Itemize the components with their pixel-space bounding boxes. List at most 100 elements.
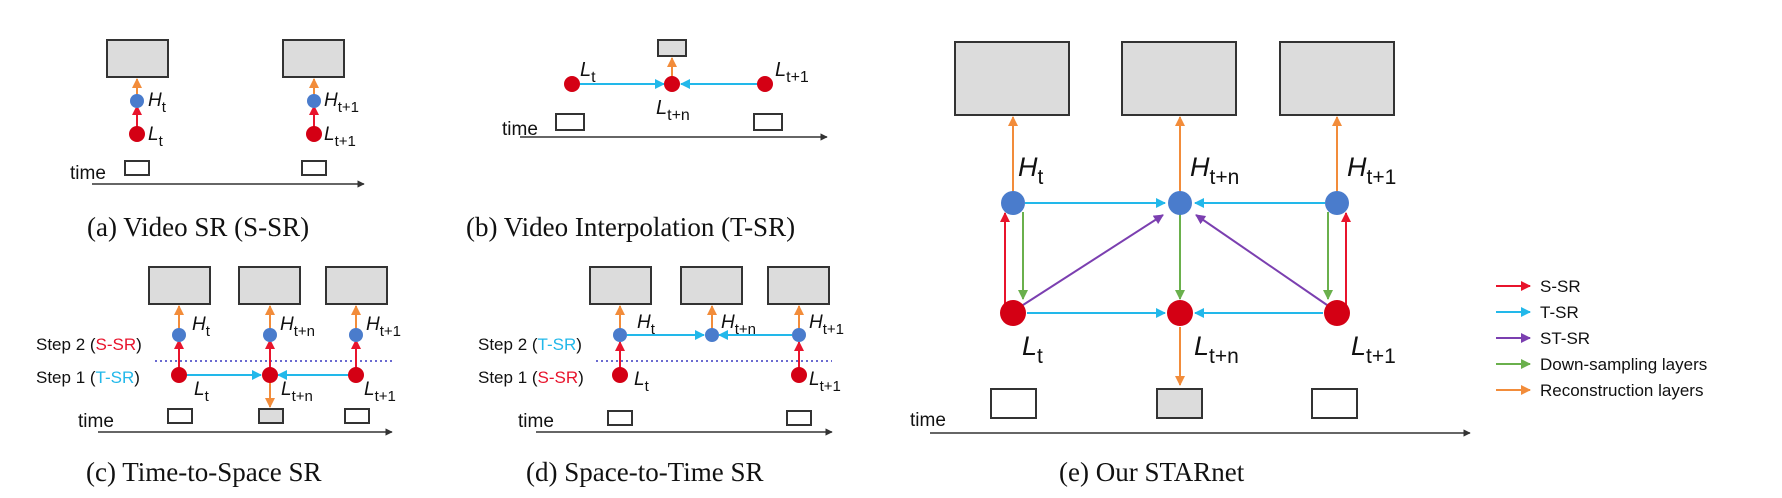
high-node-t	[130, 94, 144, 108]
lr-frame-t	[124, 160, 150, 176]
label-h-t1: Ht+1	[324, 90, 359, 116]
stsr-arrow-left	[1022, 214, 1164, 306]
caption-d: (d) Space-to-Time SR	[526, 457, 764, 487]
step1-label: Step 1 (S-SR)	[478, 368, 584, 387]
label-l-tn: Lt+n	[656, 97, 690, 124]
label-l-t1: Lt+1	[775, 59, 809, 86]
label-h-t1: Ht+1	[366, 314, 401, 340]
legend: S-SR T-SR ST-SR Down-sampling layersReconst…	[1496, 277, 1707, 400]
time-label: time	[502, 119, 538, 140]
lr-frame-t1	[753, 113, 783, 131]
label-l-tn: Lt+n	[281, 379, 313, 405]
label-h-t1: Ht+1	[1347, 152, 1396, 189]
label-l-t1: Lt+1	[809, 369, 841, 395]
lr-frame-t1	[1311, 388, 1358, 419]
low-node-t	[129, 126, 145, 142]
caption-b: (b) Video Interpolation (T-SR)	[466, 212, 795, 242]
panel-b: Lt Lt+n Lt+1 time (b) Video Interpolatio…	[466, 39, 828, 242]
hr-frame-t	[954, 41, 1070, 116]
low-node-t	[1000, 300, 1026, 326]
high-node-t1	[307, 94, 321, 108]
hr-frame-t1	[1279, 41, 1395, 116]
low-node-t1	[791, 367, 807, 383]
legend-label-reconstruction-layers: Reconstruction layers	[1540, 381, 1703, 400]
time-label: time	[70, 163, 106, 184]
high-node-tn	[705, 328, 719, 342]
high-node-t	[172, 328, 186, 342]
hr-frame-t1	[325, 266, 388, 305]
high-node-t1	[792, 328, 806, 342]
lr-frame-t	[990, 388, 1037, 419]
caption-a: (a) Video SR (S-SR)	[87, 212, 309, 242]
stsr-arrow-right	[1195, 214, 1328, 306]
low-node-t	[612, 367, 628, 383]
low-node-t1	[1324, 300, 1350, 326]
label-h-t: Ht	[1018, 152, 1044, 189]
label-h-t: Ht	[637, 312, 656, 338]
panel-a: Ht Ht+1 Lt Lt+1 time (a) Video SR (S-SR)	[70, 39, 365, 242]
hr-frame-t1	[767, 266, 830, 305]
legend-label-down-sampling-layers: Down-sampling layers	[1540, 355, 1707, 374]
legend-label-s-sr: S-SR	[1540, 277, 1581, 296]
low-node-t	[564, 76, 580, 92]
lr-frame-t	[167, 408, 193, 424]
high-node-tn	[1168, 191, 1192, 215]
hr-frame-t	[106, 39, 169, 78]
label-h-tn: Ht+n	[280, 314, 315, 340]
legend-label-t-sr: T-SR	[1540, 303, 1579, 322]
time-label: time	[78, 411, 114, 432]
label-l-tn: Lt+n	[1194, 331, 1239, 368]
lr-frame-t1	[301, 160, 327, 176]
low-node-t1	[348, 367, 364, 383]
high-node-t1	[349, 328, 363, 342]
label-l-t1: Lt+1	[1351, 331, 1396, 368]
label-l-t1: Lt+1	[324, 124, 356, 150]
panel-c: Ht Ht+n Ht+1 Lt Lt+n Lt+1 Step 2 (S-SR) …	[36, 266, 401, 487]
high-node-tn	[263, 328, 277, 342]
low-node-tn	[1167, 300, 1193, 326]
high-node-t1	[1325, 191, 1349, 215]
time-label: time	[518, 411, 554, 432]
lr-frame-t	[607, 410, 633, 426]
low-node-t1	[757, 76, 773, 92]
high-node-t	[613, 328, 627, 342]
hr-frame-t	[148, 266, 211, 305]
panel-d: Ht Ht+n Ht+1 Lt Lt+1 Step 2 (T-SR) Step …	[478, 266, 844, 487]
time-label: time	[910, 410, 946, 431]
high-node-t	[1001, 191, 1025, 215]
lr-frame-tn	[258, 408, 284, 424]
caption-c: (c) Time-to-Space SR	[86, 457, 322, 487]
label-h-tn: Ht+n	[721, 312, 756, 338]
low-node-tn	[664, 76, 680, 92]
lr-frame-t1	[786, 410, 812, 426]
label-h-t1: Ht+1	[809, 312, 844, 338]
label-h-t: Ht	[148, 90, 167, 116]
label-l-t: Lt	[580, 59, 596, 86]
step1-label: Step 1 (T-SR)	[36, 368, 140, 387]
lr-frame-tn	[1156, 388, 1203, 419]
caption-e: (e) Our STARnet	[1059, 457, 1245, 487]
hr-frame-t1	[282, 39, 345, 78]
low-node-t	[171, 367, 187, 383]
label-l-t1: Lt+1	[364, 379, 396, 405]
hr-frame-tn	[238, 266, 301, 305]
step2-label: Step 2 (S-SR)	[36, 335, 142, 354]
lr-frame-t1	[344, 408, 370, 424]
low-node-tn	[262, 367, 278, 383]
lr-frame-t	[555, 113, 585, 131]
label-h-t: Ht	[192, 314, 211, 340]
hr-frame-tn	[680, 266, 743, 305]
low-node-t1	[306, 126, 322, 142]
label-l-t: Lt	[194, 379, 210, 405]
hr-frame-tn	[657, 39, 687, 57]
label-l-t: Lt	[1022, 331, 1043, 368]
hr-frame-t	[589, 266, 652, 305]
panel-e: Ht Ht+n Ht+1 Lt Lt+n Lt+1 time (e) Our S…	[910, 41, 1471, 487]
label-l-t: Lt	[148, 124, 164, 150]
label-l-t: Lt	[634, 369, 650, 395]
label-h-tn: Ht+n	[1190, 152, 1239, 189]
legend-label-st-sr: ST-SR	[1540, 329, 1590, 348]
step2-label: Step 2 (T-SR)	[478, 335, 582, 354]
hr-frame-tn	[1121, 41, 1237, 116]
